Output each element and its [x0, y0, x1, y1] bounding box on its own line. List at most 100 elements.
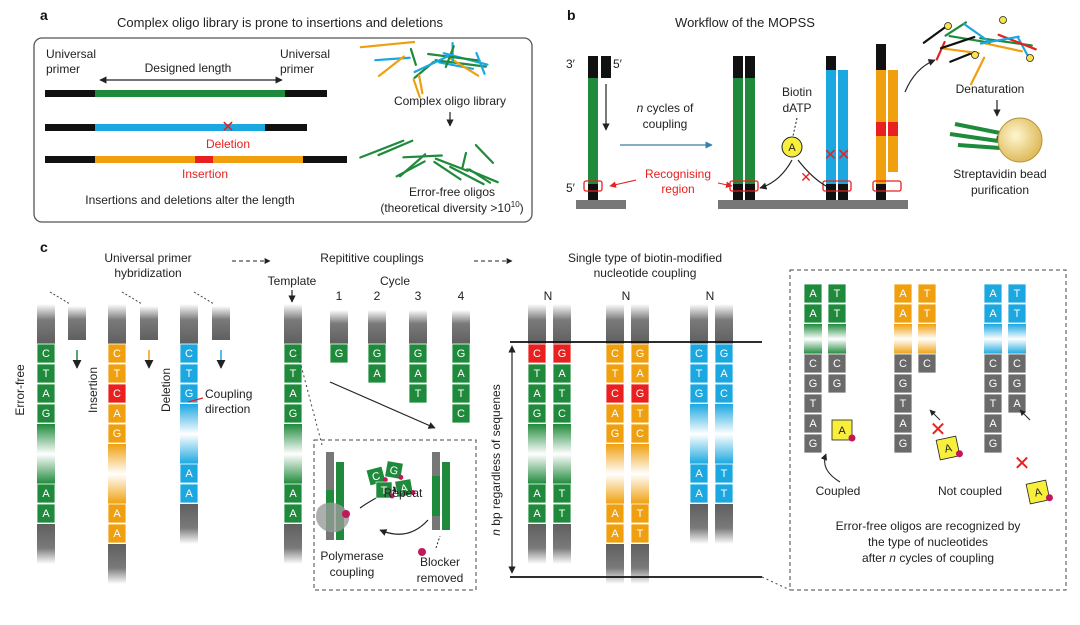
pair-blue-left-fade: [690, 404, 708, 464]
insertion-side-label: Insertion: [86, 367, 100, 413]
cycle-label: Cycle: [380, 274, 410, 288]
col-insertion-ntb-0-box: [107, 503, 127, 524]
floating-nt-box-1: [384, 460, 404, 480]
cycle-3-nt-2-box: [408, 383, 428, 404]
purification-label: purification: [971, 183, 1029, 197]
col-errorfree-nt-2-letter: A: [42, 388, 50, 400]
pair-green-right-ntb-1-box: [552, 503, 572, 524]
tangle-strand-1: [1016, 35, 1031, 60]
panel-a-title: Complex oligo library is prone to insert…: [117, 15, 443, 30]
pair-green-left-primer-bottom: [528, 524, 546, 564]
inset-blue-0-grey-1-letter: G: [989, 378, 998, 390]
pair-orange-right-nt-2-letter: G: [636, 388, 645, 400]
inset-blue-0-grey-3-letter: A: [989, 418, 997, 430]
inset-green-new-letter: A: [838, 425, 846, 437]
col-insertion-ntb-1-box: [107, 523, 127, 544]
universal-primer-right-2: primer: [280, 62, 314, 76]
tangle-strand-5: [359, 40, 416, 49]
inset-blue-0-top-1-box: [983, 303, 1003, 324]
pair-orange-left-nt-2-letter: C: [611, 388, 619, 400]
inset-green-1-top-1-letter: T: [834, 308, 841, 320]
panel-label-b: b: [567, 7, 576, 23]
recognition-inset-leader: [761, 576, 791, 591]
col-insertion-nt-3-letter: A: [113, 408, 121, 420]
tangle-strand-2: [981, 41, 1024, 53]
pair-green-left-nt-0-box: [527, 343, 547, 364]
floating-nt-blocker-2: [389, 493, 395, 499]
tangle-strand-6: [962, 22, 991, 43]
pair-blue-left-ntb-1-letter: A: [695, 488, 703, 500]
col-deletion-primer-top: [180, 304, 198, 344]
col-deletion-ntb-0-letter: A: [185, 468, 193, 480]
inset-green-0-grey-3-letter: A: [809, 418, 817, 430]
cycle-progress-arrow: [329, 381, 436, 429]
pair-blue-left-nt-2-box: [689, 383, 709, 404]
col-insertion-ntb-0-letter: A: [113, 508, 121, 520]
hyb-primer-2: [212, 306, 230, 340]
coupled-arrow: [820, 453, 841, 483]
tangle-strand-6: [359, 139, 405, 159]
cycle-2-nt-1-box: [367, 363, 387, 384]
cycle-2-nt-0-letter: G: [373, 348, 382, 360]
biotin-blocked-x-icon: ✕: [800, 169, 812, 185]
inset-green-1-top-0-box: [827, 283, 847, 304]
deletion-x-icon: ✕: [221, 119, 234, 136]
pair-blue-left-primer-bottom: [690, 504, 708, 544]
col-template-primer-bottom: [284, 524, 302, 564]
pair-orange-right-nt-1-box: [630, 363, 650, 384]
cycle-3-nt-1-box: [408, 363, 428, 384]
pair-blue-right-nt-2-letter: C: [720, 388, 728, 400]
datp-label: dATP: [782, 101, 811, 115]
col-template-nt-2-letter: A: [289, 388, 297, 400]
cycles-label: n cycles of: [637, 101, 694, 115]
cycle-4-nt-0-letter: G: [457, 348, 466, 360]
col-template-ntb-1-box: [283, 503, 303, 524]
inset-orange-0-grey-3-box: [893, 413, 913, 434]
pair-orange-left-nt-0-letter: C: [611, 348, 619, 360]
pair-blue-right-ntb-0-letter: T: [721, 468, 728, 480]
col-errorfree-nt-1-box: [36, 363, 56, 384]
inset-blue-0-grey-2-box: [983, 393, 1003, 414]
inset-green-1-grey-1-letter: G: [833, 378, 842, 390]
panel-a-caption: Insertions and deletions alter the lengt…: [85, 193, 294, 207]
inset-orange-0-grey-0-box: [893, 353, 913, 374]
pair-green-left-nt-2-letter: A: [533, 388, 541, 400]
inset-blue-1-top-0-letter: T: [1014, 288, 1021, 300]
cycle-number-1: 1: [336, 289, 343, 303]
pair-green-left-ntb-1-box: [527, 503, 547, 524]
floating-nt-2: T: [375, 481, 395, 499]
inset-blue-0-grey-0-box: [983, 353, 1003, 374]
inset-orange-1-grey-0-box: [917, 353, 937, 374]
cycle-3-nt-0-letter: G: [414, 348, 423, 360]
inset-green-1-grey-1-box: [827, 373, 847, 394]
inset-orange-1-top-1-letter: T: [924, 308, 931, 320]
tangle-strand-11: [449, 165, 485, 186]
inset-orange-0-grey-1-box: [893, 373, 913, 394]
duplex-blue-b: [822, 56, 852, 200]
col-deletion-nt-1-box: [179, 363, 199, 384]
inset-orange-new-letter: A: [943, 442, 953, 455]
inset-orange-0-top-1-box: [893, 303, 913, 324]
region-label: region: [661, 182, 694, 196]
hyb-primer-0: [68, 306, 86, 340]
n-bp-label: n bp regardless of sequenes: [489, 384, 503, 535]
pair-green-right-nt-0-letter: G: [558, 348, 567, 360]
floating-nt-letter-1: G: [389, 464, 400, 477]
col-deletion-nt-2-box: [179, 383, 199, 404]
complex-library-tangle: [359, 40, 489, 99]
inset-blue-1-grey-0-letter: C: [1013, 358, 1021, 370]
universal-primer-right-1: Universal: [280, 47, 330, 61]
blocker-dot-1: [342, 510, 350, 518]
col-deletion-ntb-1-letter: A: [185, 488, 193, 500]
tangle-strand-3: [433, 160, 462, 181]
pair-green-right-ntb-1-letter: T: [559, 508, 566, 520]
cycle-primer-3: [409, 310, 427, 344]
repeat-label: Repeat: [384, 486, 423, 500]
panel-b-title: Workflow of the MOPSS: [675, 15, 815, 30]
recog-arrow-left: [609, 179, 637, 188]
cycle-2-nt-1-letter: A: [373, 368, 381, 380]
inset-orange-new-box: [935, 435, 961, 461]
pair-orange-right-primer-bottom: [631, 544, 649, 584]
inset-blue-1-grey-0-box: [1007, 353, 1027, 374]
